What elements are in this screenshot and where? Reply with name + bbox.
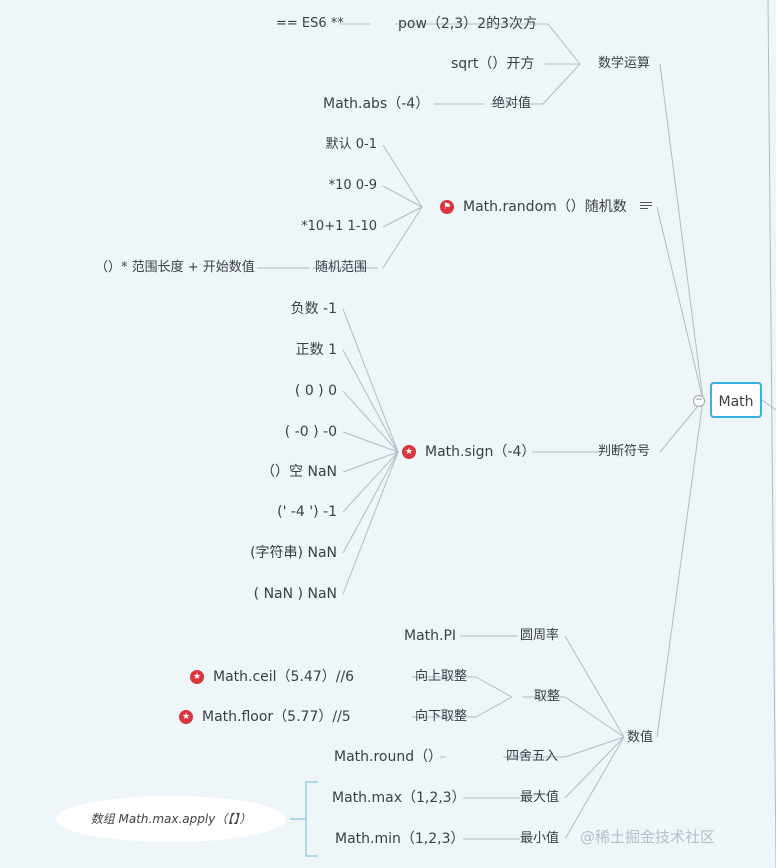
- node-math-ops[interactable]: 数学运算: [598, 56, 651, 71]
- node-random-x10-plus1[interactable]: *10+1 1-10: [301, 219, 377, 234]
- node-sign-item[interactable]: （）空 NaN: [261, 464, 337, 480]
- node-random-default[interactable]: 默认 0-1: [325, 137, 377, 152]
- node-ceil-label[interactable]: 向上取整: [415, 669, 468, 684]
- node-sign-item[interactable]: 正数 1: [295, 342, 337, 358]
- flag-icon: ⚑: [440, 200, 454, 214]
- node-sign-item[interactable]: 负数 -1: [290, 301, 337, 317]
- node-round[interactable]: Math.round（）: [334, 749, 443, 765]
- node-pi[interactable]: Math.PI: [404, 628, 457, 644]
- notes-icon[interactable]: [640, 200, 652, 211]
- node-random-x10[interactable]: *10 0-9: [328, 178, 377, 193]
- node-sign[interactable]: 判断符号: [598, 444, 651, 459]
- node-numeric[interactable]: 数值: [627, 730, 654, 745]
- node-abs[interactable]: 绝对值: [492, 96, 532, 111]
- node-random-range[interactable]: 随机范围: [315, 260, 368, 275]
- node-max-label[interactable]: 最大值: [520, 790, 560, 805]
- node-round-group[interactable]: 取整: [534, 689, 561, 704]
- node-min-label[interactable]: 最小值: [520, 831, 560, 846]
- node-ceil[interactable]: Math.ceil（5.47）//6: [213, 669, 355, 685]
- node-max[interactable]: Math.max（1,2,3）: [332, 790, 466, 806]
- node-sign-item[interactable]: ( NaN ) NaN: [253, 586, 337, 602]
- root-node[interactable]: Math: [710, 382, 762, 418]
- watermark: @稀土掘金技术社区: [580, 828, 716, 846]
- star-icon: ★: [179, 710, 193, 724]
- node-random[interactable]: Math.random（）随机数: [463, 199, 627, 215]
- star-icon: ★: [402, 445, 416, 459]
- node-sqrt[interactable]: sqrt（）开方: [451, 56, 535, 72]
- node-sign-func[interactable]: Math.sign（-4）: [425, 444, 536, 460]
- node-min[interactable]: Math.min（1,2,3）: [335, 831, 465, 847]
- node-pow-note[interactable]: == ES6 **: [276, 16, 344, 31]
- collapse-icon[interactable]: −: [693, 395, 705, 407]
- node-round-label[interactable]: 四舍五入: [506, 749, 559, 764]
- node-sign-item[interactable]: (' -4 ') -1: [277, 504, 337, 520]
- node-abs-note[interactable]: Math.abs（-4）: [323, 96, 430, 112]
- node-sign-item[interactable]: (字符串) NaN: [250, 545, 337, 561]
- node-sign-item[interactable]: ( 0 ) 0: [294, 383, 337, 399]
- node-floor-label[interactable]: 向下取整: [415, 709, 468, 724]
- node-floor[interactable]: Math.floor（5.77）//5: [202, 709, 351, 725]
- node-random-range-note[interactable]: （）* 范围长度 + 开始数值: [95, 260, 255, 275]
- star-icon: ★: [190, 670, 204, 684]
- node-pi-label[interactable]: 圆周率: [520, 628, 560, 643]
- node-sign-item[interactable]: ( -0 ) -0: [284, 424, 337, 440]
- node-pow[interactable]: pow（2,3）2的3次方: [398, 16, 537, 32]
- callout-apply-note[interactable]: 数组 Math.max.apply（【】）: [56, 796, 286, 842]
